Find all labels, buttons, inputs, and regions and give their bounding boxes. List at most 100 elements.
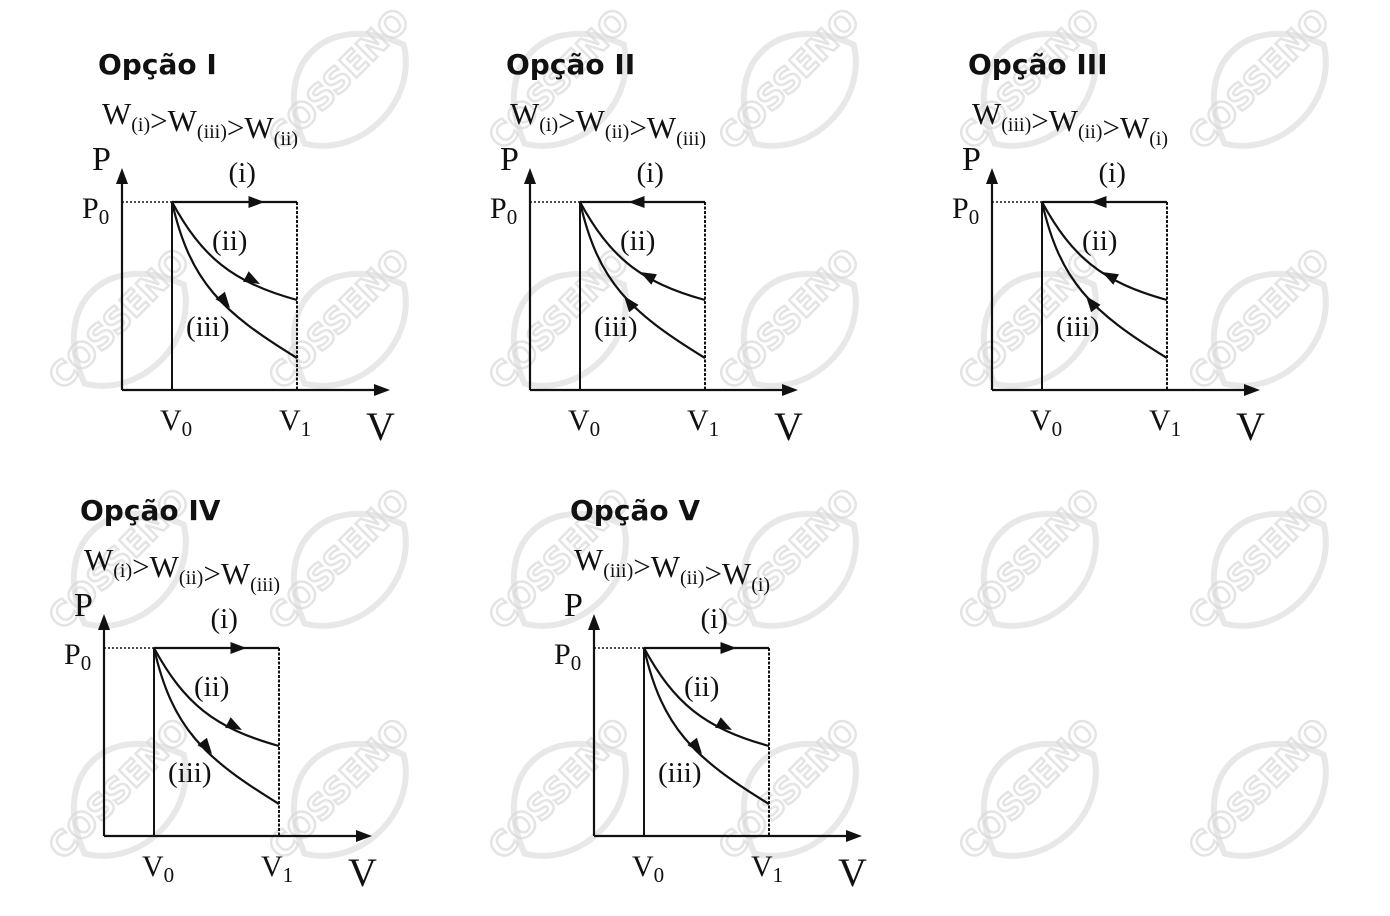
p-axis-arrow bbox=[116, 168, 128, 184]
process-iii-label: (iii) bbox=[186, 311, 230, 343]
process-iii-arrow bbox=[687, 737, 702, 754]
option-title: Opção II bbox=[506, 48, 635, 81]
watermark-logo: COSSENO bbox=[1180, 480, 1339, 639]
p0-label: P0 bbox=[64, 638, 91, 675]
process-ii-label: (ii) bbox=[1082, 225, 1117, 257]
v-axis-label: V bbox=[774, 404, 803, 449]
v0-label: V0 bbox=[568, 404, 600, 441]
process-iii-path bbox=[642, 647, 770, 805]
process-ii-arrow bbox=[225, 717, 242, 730]
process-iii-label: (iii) bbox=[1056, 311, 1100, 343]
watermark-logo: COSSENO bbox=[950, 710, 1109, 869]
p0-label: P0 bbox=[952, 192, 979, 229]
process-iii-arrow bbox=[1086, 296, 1101, 313]
v-axis-label: V bbox=[366, 404, 395, 449]
process-iii-path bbox=[578, 201, 706, 359]
process-i-label: (i) bbox=[229, 157, 256, 189]
v0-label: V0 bbox=[142, 850, 174, 887]
option-title: Opção III bbox=[968, 48, 1108, 81]
p-axis-label: P bbox=[92, 141, 111, 178]
process-ii-label: (ii) bbox=[620, 225, 655, 257]
option-title: Opção I bbox=[98, 48, 217, 81]
work-relation: W(i)>W(ii)>W(iii) bbox=[84, 542, 280, 596]
v1-label: V1 bbox=[1149, 404, 1181, 441]
v0-label: V0 bbox=[1030, 404, 1062, 441]
v1-label: V1 bbox=[279, 404, 311, 441]
watermark-text: COSSENO bbox=[951, 711, 1108, 868]
watermark-text: COSSENO bbox=[1181, 711, 1338, 868]
p-axis-label: P bbox=[962, 141, 981, 178]
work-relation: W(i)>W(ii)>W(iii) bbox=[510, 96, 706, 150]
watermark-text: COSSENO bbox=[951, 481, 1108, 638]
option-title: Opção IV bbox=[80, 494, 221, 527]
process-iii-path bbox=[1040, 201, 1168, 359]
v0-label: V0 bbox=[160, 404, 192, 441]
v1-label: V1 bbox=[687, 404, 719, 441]
process-iii-label: (iii) bbox=[168, 757, 212, 789]
process-i-arrow bbox=[230, 642, 247, 654]
v-axis-label: V bbox=[838, 850, 867, 895]
p-axis-label: P bbox=[564, 587, 583, 624]
p-axis-label: P bbox=[74, 587, 93, 624]
v-axis-arrow bbox=[846, 830, 862, 842]
process-i-label: (i) bbox=[701, 603, 728, 635]
process-i-arrow bbox=[628, 196, 645, 208]
process-iii-path bbox=[170, 201, 298, 359]
process-ii-label: (ii) bbox=[684, 671, 719, 703]
process-i-arrow bbox=[720, 642, 737, 654]
p0-label: P0 bbox=[82, 192, 109, 229]
process-iii-arrow bbox=[624, 296, 639, 313]
p-axis-arrow bbox=[588, 614, 600, 630]
process-iii-arrow bbox=[197, 737, 212, 754]
process-ii-arrow bbox=[640, 272, 657, 285]
process-ii-path bbox=[171, 201, 298, 302]
v-axis-label: V bbox=[1236, 404, 1265, 449]
process-ii-path bbox=[1041, 201, 1168, 302]
v0-label: V0 bbox=[632, 850, 664, 887]
v-axis-arrow bbox=[374, 384, 390, 396]
v1-label: V1 bbox=[751, 850, 783, 887]
watermark-text: COSSENO bbox=[1181, 481, 1338, 638]
v-axis-arrow bbox=[356, 830, 372, 842]
process-ii-path bbox=[153, 647, 280, 748]
process-ii-label: (ii) bbox=[194, 671, 229, 703]
v-axis-arrow bbox=[782, 384, 798, 396]
watermark-logo: COSSENO bbox=[1180, 710, 1339, 869]
process-ii-label: (ii) bbox=[212, 225, 247, 257]
v-axis-label: V bbox=[348, 850, 377, 895]
work-relation: W(i)>W(iii)>W(ii) bbox=[102, 96, 298, 150]
p0-label: P0 bbox=[490, 192, 517, 229]
option-title: Opção V bbox=[570, 494, 700, 527]
process-iii-label: (iii) bbox=[594, 311, 638, 343]
process-ii-arrow bbox=[243, 271, 260, 284]
p-axis-label: P bbox=[500, 141, 519, 178]
process-ii-path bbox=[643, 647, 770, 748]
work-relation: W(iii)>W(ii)>W(i) bbox=[574, 542, 770, 596]
p-axis-arrow bbox=[986, 168, 998, 184]
process-i-label: (i) bbox=[1099, 157, 1126, 189]
process-ii-path bbox=[579, 201, 706, 302]
process-i-label: (i) bbox=[637, 157, 664, 189]
process-i-label: (i) bbox=[211, 603, 238, 635]
process-iii-label: (iii) bbox=[658, 757, 702, 789]
p0-label: P0 bbox=[554, 638, 581, 675]
process-ii-arrow bbox=[715, 717, 732, 730]
p-axis-arrow bbox=[98, 614, 110, 630]
p-axis-arrow bbox=[524, 168, 536, 184]
process-i-arrow bbox=[248, 196, 265, 208]
v1-label: V1 bbox=[261, 850, 293, 887]
process-iii-path bbox=[152, 647, 280, 805]
process-ii-arrow bbox=[1102, 272, 1119, 285]
work-relation: W(iii)>W(ii)>W(i) bbox=[972, 96, 1168, 150]
v-axis-arrow bbox=[1244, 384, 1260, 396]
